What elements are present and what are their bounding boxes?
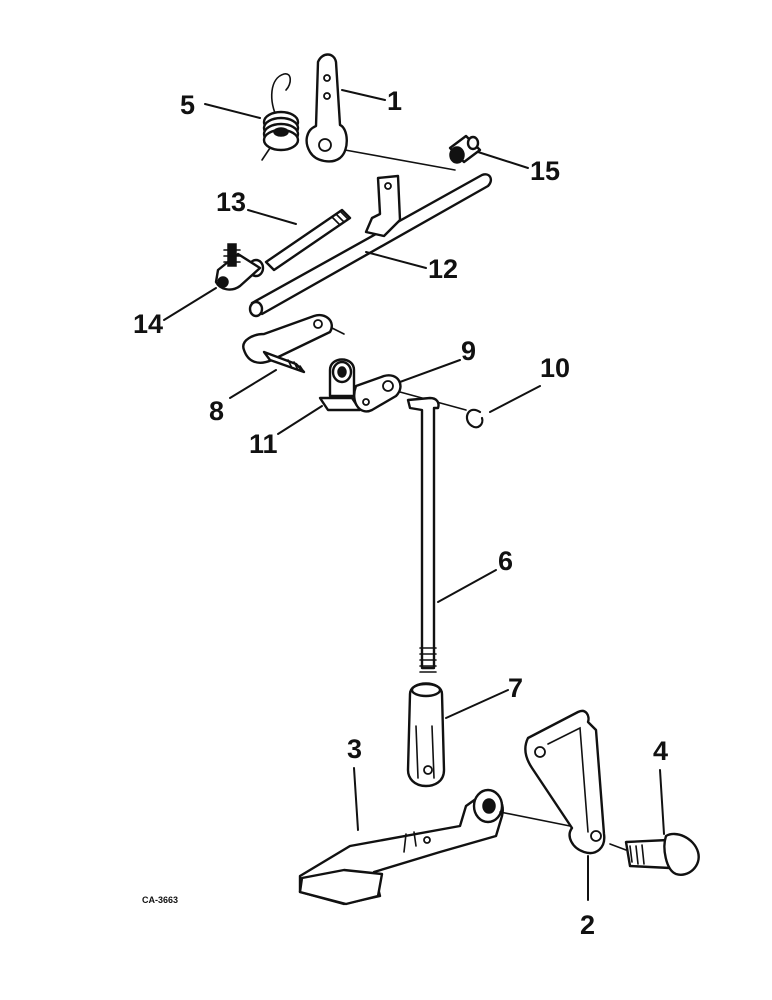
label-part-8: 8 bbox=[209, 396, 224, 426]
leader-lines bbox=[163, 89, 665, 901]
leader-7 bbox=[445, 689, 509, 719]
label-part-6: 6 bbox=[498, 546, 513, 576]
part-4-bolt bbox=[609, 832, 700, 876]
label-part-15: 15 bbox=[530, 156, 560, 186]
label-part-12: 12 bbox=[428, 254, 458, 284]
part-2-bracket bbox=[524, 709, 606, 855]
label-part-1: 1 bbox=[387, 86, 402, 116]
leader-12 bbox=[365, 251, 427, 269]
part-1-lever bbox=[305, 53, 456, 171]
part-8-link bbox=[242, 313, 345, 374]
leader-1 bbox=[341, 89, 386, 101]
leader-9 bbox=[399, 359, 461, 383]
drawing-code: CA-3663 bbox=[142, 895, 178, 905]
label-part-4: 4 bbox=[653, 736, 668, 766]
label-part-13: 13 bbox=[216, 187, 246, 217]
leader-5 bbox=[204, 103, 261, 119]
leader-8 bbox=[229, 369, 277, 399]
part-3-pedal bbox=[298, 788, 571, 906]
leader-6 bbox=[437, 569, 497, 603]
part-12-cross-shaft bbox=[248, 173, 493, 318]
label-part-3: 3 bbox=[347, 734, 362, 764]
label-part-7: 7 bbox=[508, 673, 523, 703]
label-part-14: 14 bbox=[133, 309, 163, 339]
part-11-block bbox=[318, 358, 362, 412]
leader-11 bbox=[277, 405, 323, 435]
leader-10 bbox=[489, 385, 541, 413]
part-5-spring bbox=[261, 73, 300, 161]
part-14-clamp bbox=[214, 243, 262, 291]
part-7-clevis bbox=[406, 682, 446, 788]
label-part-11: 11 bbox=[249, 429, 278, 459]
part-6-rod bbox=[406, 396, 440, 673]
part-15-bushing bbox=[448, 134, 482, 164]
part-10-clip bbox=[465, 408, 484, 429]
leader-3 bbox=[353, 767, 359, 831]
leader-4 bbox=[659, 769, 665, 835]
part-labels: 1 2 3 4 5 6 7 8 9 10 11 12 13 14 15 bbox=[133, 86, 668, 940]
leader-14 bbox=[163, 287, 217, 321]
label-part-5: 5 bbox=[180, 90, 195, 120]
leader-13 bbox=[247, 209, 297, 225]
label-part-9: 9 bbox=[461, 336, 476, 366]
leader-15 bbox=[477, 151, 529, 169]
label-part-2: 2 bbox=[580, 910, 595, 940]
label-part-10: 10 bbox=[540, 353, 570, 383]
